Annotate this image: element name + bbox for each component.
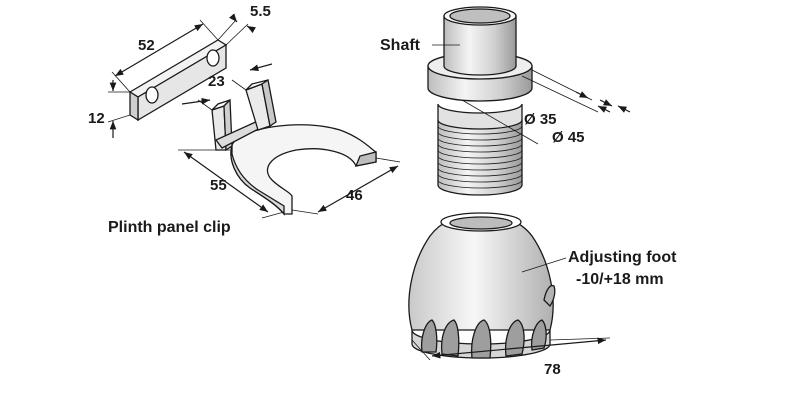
clip-caption: Plinth panel clip	[108, 219, 231, 236]
dim-plate-height: 12	[88, 110, 105, 127]
shaft-label: Shaft	[380, 37, 421, 54]
shaft-dimension-lines	[432, 44, 631, 145]
clip-dimension-lines	[178, 63, 401, 219]
dim-clip-arm: 23	[208, 73, 225, 90]
dim-clip-depth: 46	[346, 187, 363, 204]
shaft-thread	[437, 125, 523, 189]
shaft	[427, 6, 533, 196]
dim-plate-length: 52	[138, 37, 155, 54]
adjusting-foot	[408, 212, 556, 359]
dim-foot-base: 78	[544, 361, 561, 378]
dim-plate-thickness: 5.5	[250, 3, 271, 20]
dim-shaft-inner: Ø 35	[524, 111, 557, 128]
foot-label-line1: Adjusting foot	[568, 249, 677, 266]
plate-dimension-lines	[107, 13, 256, 138]
foot-label-line2: -10/+18 mm	[576, 271, 664, 288]
dim-clip-width: 55	[210, 177, 227, 194]
foot-dimension-lines	[411, 257, 611, 361]
dim-shaft-outer: Ø 45	[552, 129, 585, 146]
